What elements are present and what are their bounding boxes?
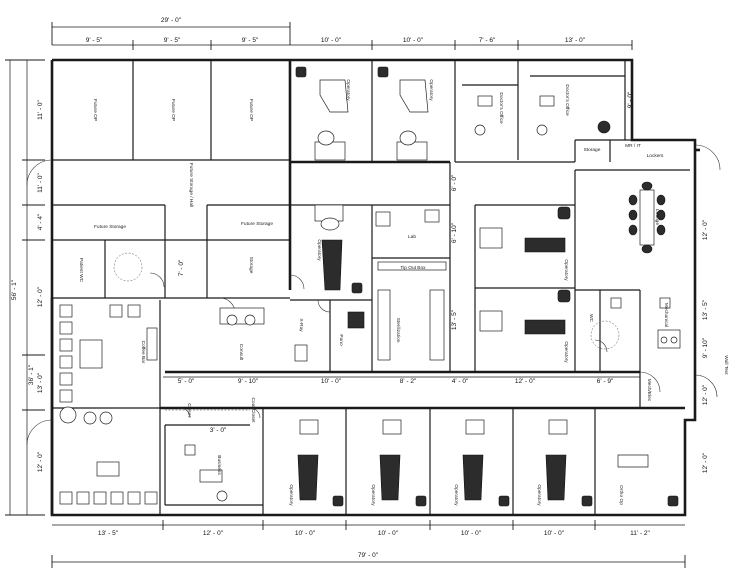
dim-inner-2: 3' - 0" [210,427,227,434]
label-mechanical: Mechanical [663,303,669,327]
dim-left-3: 4' - 4" [37,213,44,230]
dim-bottom-6: 10' - 0" [544,530,565,537]
dim-bottom-7: 11' - 2" [630,530,650,537]
label-operatory-c: Operatory [316,239,322,261]
dim-bottom-4: 10' - 0" [378,530,399,537]
dim-top-7: 13' - 0" [565,37,586,44]
label-mr-closet: MR / IT [625,143,641,149]
label-storage-mid: Storage [248,257,254,274]
dim-inner-4: 12' - 0" [702,452,709,473]
dim-inner-10: 9' - 10" [702,337,709,358]
label-operatory-i: Operatory [536,484,542,506]
dim-mid-4: 8' - 2" [400,378,417,385]
misc-fixtures [113,209,681,502]
dim-left-6: 12' - 0" [37,451,44,472]
label-operatory-d: Operatory [563,259,569,281]
dim-bottom-5: 10' - 0" [461,530,482,537]
dim-bottom-overall: 79' - 0" [358,552,379,559]
label-future-storage-corridor: Future Storage / Hall [188,163,194,207]
dim-mid-3: 10' - 0" [321,378,342,385]
dim-inner-11: 12' - 0" [702,384,709,405]
interior-walls [50,60,690,515]
label-closet: Closet [186,403,192,417]
dim-bottom-2: 12' - 0" [203,530,224,537]
label-doctor-office-1: Doctor's Office [498,92,504,124]
label-storage-small: Storage [584,147,601,153]
label-future-op-1: Future OP [92,99,98,121]
room-labels: Future OP Future OP Future OP Operatory … [78,79,729,506]
label-operatory-b: Operatory [428,79,434,101]
dim-inner-1: 7' - 0" [178,259,185,276]
label-lounge: Lounge [654,209,660,225]
label-operatory-e: Operatory [563,341,569,363]
label-operatory-g: Operatory [370,484,376,506]
dim-left-2: 11' - 0" [37,172,44,192]
label-operatory-f: Operatory [288,484,294,506]
label-ortho-op: Ortho Op [618,485,624,505]
label-unisex-wc: WC [588,314,594,323]
dental-equipment [295,66,679,507]
label-mech-closet: Mech/Elec [646,379,652,402]
label-consult: Consult [238,344,244,361]
label-future-op-3: Future OP [248,99,254,121]
dim-inner-7: 6' - 10" [451,222,458,243]
dim-inner-8: 13' - 5" [451,309,458,330]
dim-inner-3: 6' - 0" [451,174,458,191]
dim-left-5: 13' - 0" [37,372,44,393]
lounge-table [628,181,666,254]
dim-mid-2: 9' - 10" [238,378,259,385]
label-xray: X-Ray [298,318,304,332]
label-business: Business [216,455,222,475]
dim-top-4: 10' - 0" [321,37,342,44]
dim-left-1: 11' - 0" [37,99,44,119]
dim-top-6: 7' - 6" [479,37,496,44]
dim-top-overall: 29' - 0" [161,17,182,24]
dim-left-overall-2: 36' - 1" [28,364,35,385]
dim-inner-9: 13' - 5" [702,299,709,320]
label-sterilization: Sterilization [395,318,401,343]
label-coffee-bar: Coffee Bar [140,341,146,364]
dim-bottom-3: 10' - 0" [295,530,316,537]
dim-inner-5: 9' - 0" [627,91,634,108]
label-future-storage-2: Future Storage [241,221,273,227]
dim-top-1: 9' - 5" [86,37,103,44]
label-future-op-2: Future OP [170,99,176,121]
dim-bottom-1: 13' - 5" [98,530,119,537]
dim-mid-1: 5' - 0" [178,378,195,385]
label-pano: Pano [338,334,344,346]
dimension-lines: 29' - 0" 9' - 5" 9' - 5" 9' - 5" 10' - 0… [5,17,709,568]
label-operatory-h: Operatory [453,484,459,506]
label-wall-text: Wall Text [723,355,729,375]
dim-mid-7: 6' - 9" [597,378,614,385]
dim-left-4: 12' - 0" [37,286,44,307]
label-operatory-a: Operatory [345,79,351,101]
label-lockers: Lockers [647,153,664,159]
label-lab: Lab [408,234,416,240]
dim-top-2: 9' - 5" [164,37,181,44]
dim-inner-6: 12' - 0" [702,219,709,240]
waiting-seating [59,304,158,505]
dim-left-overall: 56' - 1" [11,279,18,300]
label-coat-closet: Coat Closet [250,397,256,423]
dim-mid-5: 4' - 0" [452,378,469,385]
dim-top-5: 10' - 0" [403,37,424,44]
label-patient-wc: Patient WC [78,258,84,283]
dim-mid-6: 12' - 0" [515,378,536,385]
dim-top-3: 9' - 5" [242,37,259,44]
label-doctor-office-2: Doctor's Office [564,84,570,116]
label-tip-out: Tip Out Box [400,265,426,271]
label-future-storage-1: Future Storage [94,224,126,230]
doors [26,144,721,446]
